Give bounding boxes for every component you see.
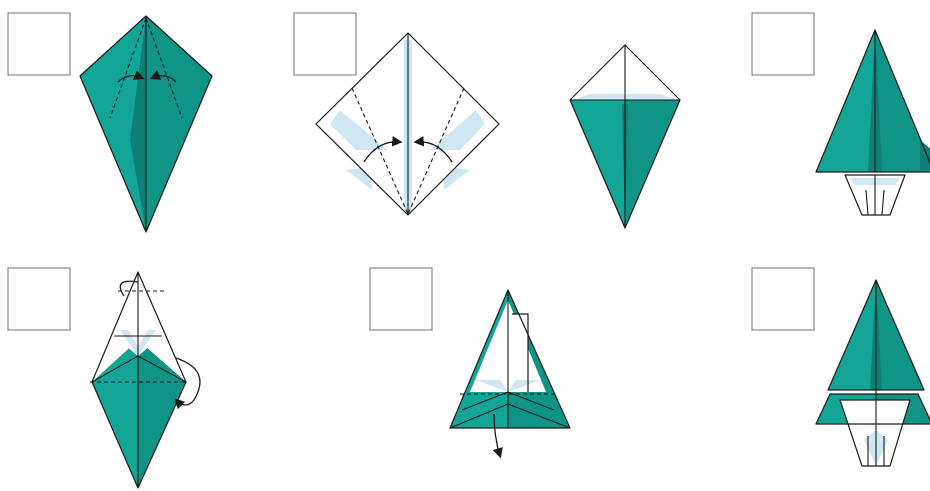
answer-box-3[interactable] xyxy=(752,13,814,75)
answer-box-5[interactable] xyxy=(370,268,432,330)
triangle-fold-down-icon xyxy=(450,290,570,456)
diamond-flip-icon xyxy=(90,272,200,488)
answer-box-2[interactable] xyxy=(294,13,356,75)
kite-result-icon xyxy=(570,45,680,228)
kite-fold-icon xyxy=(80,16,212,232)
answer-box-6[interactable] xyxy=(752,268,814,330)
answer-box-4[interactable] xyxy=(8,268,70,330)
tree-top-icon xyxy=(816,30,930,215)
answer-box-1[interactable] xyxy=(8,13,70,75)
tree-final-icon xyxy=(816,280,930,466)
